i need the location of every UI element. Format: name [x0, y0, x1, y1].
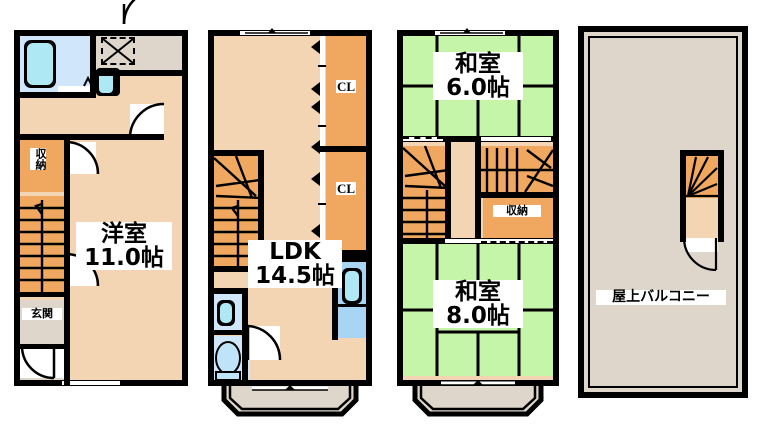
f4-stair-landing — [686, 198, 718, 238]
f3-bay-window-icon — [412, 380, 544, 417]
f3-wall-stair-b-left — [475, 142, 481, 238]
f1-wall-utility-bottom — [96, 70, 188, 76]
bathtub-icon — [27, 43, 53, 85]
f3-wall-stair-a-right — [445, 142, 451, 238]
f2-closet-lower — [326, 152, 366, 250]
floor-plan-panel-rooftop: 屋上バルコニー — [570, 0, 760, 432]
f1-top-door-panel[interactable] — [124, 24, 156, 34]
f2-toilet-door-swing-icon — [246, 324, 282, 361]
f3-opening-left — [403, 137, 443, 141]
f2-wall-wc-divider — [208, 330, 248, 335]
f1-window-bottom — [62, 381, 120, 385]
f3-room-a-name: 和室 — [455, 51, 501, 77]
washing-machine-space — [101, 37, 135, 65]
f2-wall-stair-top — [208, 150, 264, 156]
f2-room-name: LDK — [269, 239, 321, 265]
f1-washroom-door[interactable] — [58, 86, 94, 92]
f2-bay-window-icon — [221, 385, 359, 417]
f2-wall-wc-top — [208, 288, 248, 294]
vanity-sink-icon — [99, 71, 113, 93]
hand-sink-icon — [220, 303, 232, 323]
f3-wall-right — [553, 30, 559, 386]
f4-balcony-label: 屋上バルコニー — [596, 290, 726, 305]
f3-room-a-size: 6.0帖 — [446, 75, 510, 102]
f3-opening-mid2 — [481, 239, 553, 243]
f2-closet-lower-label: CL — [336, 182, 356, 195]
f3-opening-right — [481, 137, 551, 141]
f3-storage-box — [483, 198, 553, 238]
f3-wall-left — [397, 30, 403, 386]
washing-machine-x-icon — [102, 38, 134, 64]
f2-closet-upper-label: CL — [336, 80, 356, 93]
f3-window-top-arrow-icon — [440, 28, 503, 34]
f1-entrance-door-swing-icon — [20, 345, 56, 380]
f1-room-size: 11.0帖 — [84, 245, 164, 272]
toilet-icon — [215, 341, 241, 381]
f1-wall-hall-divider — [14, 134, 164, 140]
f2-wall-closet-divider — [320, 146, 372, 152]
kitchen-sink-icon — [345, 271, 359, 301]
f1-wall-stair-bottom — [14, 292, 70, 297]
f2-wall-stair-right — [258, 150, 264, 272]
f1-entrance-door-area — [20, 346, 66, 378]
f3-opening-mid — [445, 239, 481, 243]
f2-wall-stair-bottom — [208, 266, 264, 272]
f2-cl-upper-text: CL — [336, 79, 356, 94]
f3-room-b-name: 和室 — [455, 279, 501, 305]
f1-wall-washroom-bottom — [14, 92, 96, 98]
f1-wall-top — [14, 30, 188, 36]
f3-wall-room-a-bottom — [397, 136, 559, 142]
f1-storage-label: 収納 — [30, 148, 47, 170]
f4-staircase-treads-icon — [686, 156, 718, 198]
f2-wall-left — [208, 30, 214, 386]
f2-wall-kitchen-left — [332, 256, 338, 340]
f2-wall-kitchen-top — [332, 256, 372, 262]
f2-wall-bottom — [208, 380, 372, 386]
f1-entrance-tile — [20, 300, 64, 346]
f1-top-door-swing-icon — [122, 0, 136, 25]
f1-staircase-treads-icon — [20, 200, 64, 292]
f2-wall-wc-right — [242, 288, 248, 386]
f2-closet-door-track[interactable] — [320, 36, 325, 250]
f2-closet-door-arrows-icon — [311, 40, 326, 238]
f1-wall-washroom-right — [90, 30, 96, 98]
f3-room-b-size: 8.0帖 — [446, 303, 510, 330]
f2-wall-right — [366, 30, 372, 386]
f2-window-top-arrow-icon — [245, 28, 308, 34]
f4-door-panel[interactable] — [686, 238, 718, 252]
f3-storage-label: 収納 — [493, 205, 541, 217]
f1-wall-hall-right — [64, 134, 70, 386]
f1-wall-left — [14, 30, 20, 386]
f1-utility-tile — [96, 36, 182, 74]
f2-wall-closet-bottom — [320, 250, 372, 256]
f3-staircase-treads-icon — [402, 145, 554, 238]
f3-wall-storage-top — [475, 192, 559, 198]
f2-room-size: 14.5帖 — [255, 263, 335, 290]
f1-entrance-label: 玄関 — [22, 308, 62, 320]
f2-kitchen-divider — [336, 304, 368, 307]
f1-wall-right — [182, 30, 188, 386]
f2-cl-lower-text: CL — [336, 181, 356, 196]
f1-wall-genkan — [14, 344, 70, 349]
f1-room-name: 洋室 — [101, 221, 147, 247]
f4-door-swing-icon — [682, 237, 718, 272]
